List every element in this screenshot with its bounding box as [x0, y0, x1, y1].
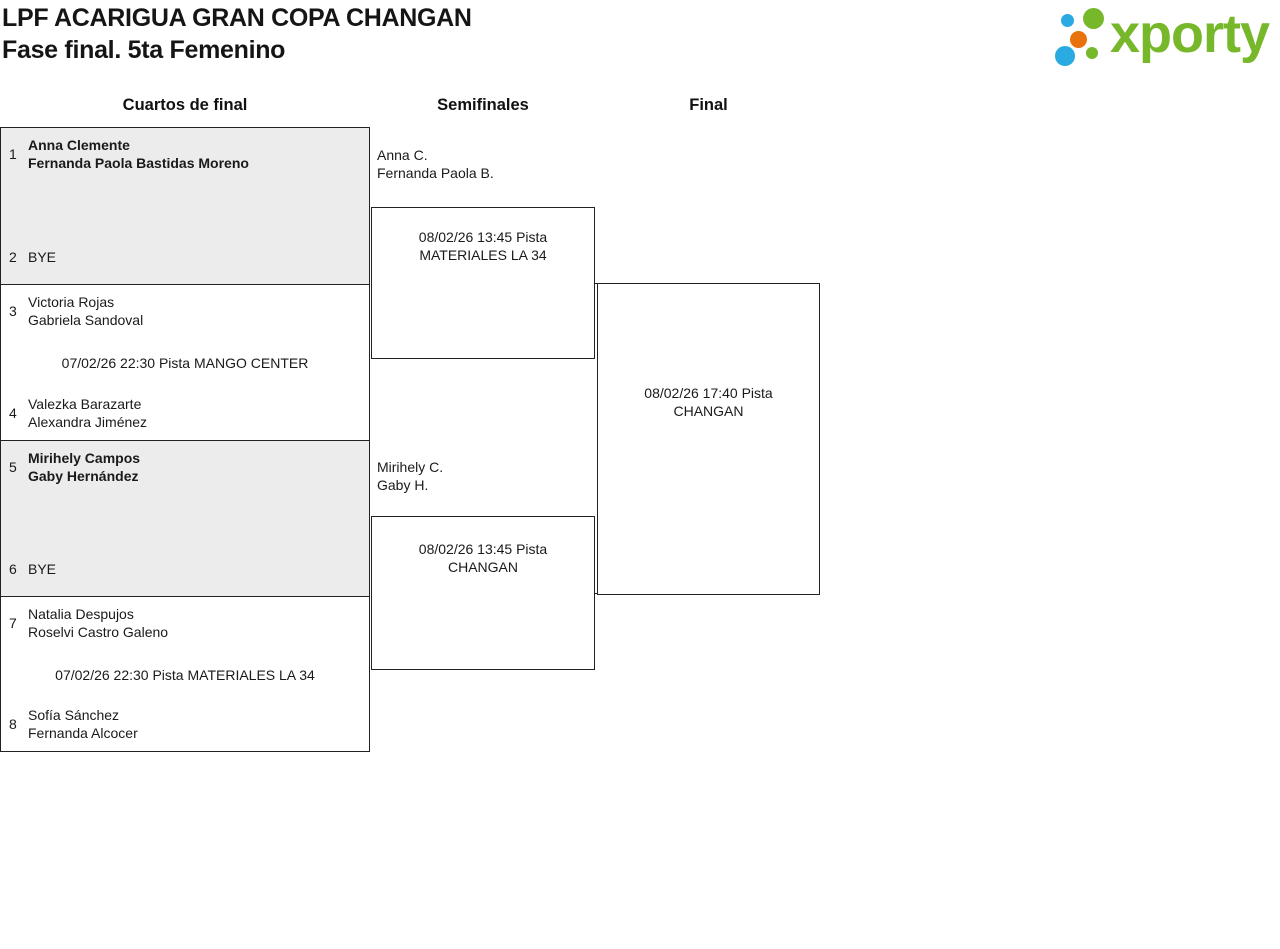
player-name: Roselvi Castro Galeno [28, 624, 169, 640]
team-row: 3 Victoria Rojas Gabriela Sandoval [9, 293, 363, 329]
team-row: 7 Natalia Despujos Roselvi Castro Galeno [9, 605, 363, 641]
semifinal-participant: Anna C. Fernanda Paola B. [377, 146, 494, 182]
player-name: Valezka Barazarte [28, 396, 142, 412]
seed-number: 5 [9, 459, 17, 475]
player-name: Alexandra Jiménez [28, 414, 148, 430]
match-venue: CHANGAN [447, 559, 518, 575]
bye-label: BYE [28, 561, 57, 577]
player-name: Gabriela Sandoval [28, 312, 144, 328]
semifinal-match-2[interactable]: 08/02/26 13:45 Pista CHANGAN [371, 516, 595, 670]
seed-number: 1 [9, 146, 17, 162]
match-datetime: 08/02/26 13:45 Pista [418, 541, 548, 557]
match-venue: MATERIALES LA 34 [419, 247, 547, 263]
match-venue: CHANGAN [673, 403, 744, 419]
round-header-final: Final [689, 96, 728, 114]
seed-number: 8 [9, 716, 17, 732]
logo-wordmark: xporty [1110, 4, 1270, 64]
quarterfinal-match-1[interactable]: 1 Anna Clemente Fernanda Paola Bastidas … [0, 127, 370, 285]
player-name: Mirihely C. [377, 459, 444, 475]
match-schedule: 08/02/26 17:40 Pista CHANGAN [598, 384, 819, 420]
connector-line [594, 283, 598, 284]
quarterfinal-match-4[interactable]: 7 Natalia Despujos Roselvi Castro Galeno… [0, 596, 370, 752]
final-match[interactable]: 08/02/26 17:40 Pista CHANGAN [597, 283, 820, 595]
player-name: Mirihely Campos [28, 450, 141, 466]
tournament-title: LPF ACARIGUA GRAN COPA CHANGAN [2, 4, 472, 32]
round-header-semifinals: Semifinales [437, 96, 529, 114]
xporty-logo[interactable]: xporty [1048, 2, 1276, 70]
team-row-bye: 6 BYE [9, 560, 363, 578]
page-header: LPF ACARIGUA GRAN COPA CHANGAN Fase fina… [2, 2, 472, 67]
match-datetime: 08/02/26 13:45 Pista [418, 229, 548, 245]
phase-subtitle: Fase final. 5ta Femenino [2, 36, 286, 64]
player-name: Anna C. [377, 147, 428, 163]
player-name: Fernanda Paola B. [377, 165, 494, 181]
match-datetime: 08/02/26 17:40 Pista [644, 385, 773, 401]
match-schedule: 08/02/26 13:45 Pista CHANGAN [372, 540, 594, 576]
connector-line [594, 593, 598, 594]
semifinal-participant: Mirihely C. Gaby H. [377, 458, 443, 494]
player-name: Gaby Hernández [28, 468, 139, 484]
team-row: 4 Valezka Barazarte Alexandra Jiménez [9, 395, 363, 431]
match-schedule: 07/02/26 22:30 Pista MANGO CENTER [61, 355, 309, 371]
semifinal-match-1[interactable]: 08/02/26 13:45 Pista MATERIALES LA 34 [371, 207, 595, 359]
round-header-quarterfinals: Cuartos de final [122, 96, 248, 114]
player-name: Anna Clemente [28, 137, 130, 153]
logo-dot-blue-small-icon [1061, 14, 1074, 27]
bye-label: BYE [28, 249, 57, 265]
team-row: 1 Anna Clemente Fernanda Paola Bastidas … [9, 136, 363, 172]
player-name: Victoria Rojas [28, 294, 115, 310]
seed-number: 4 [9, 405, 17, 421]
seed-number: 3 [9, 303, 17, 319]
player-name: Natalia Despujos [28, 606, 134, 622]
logo-dot-green-small-icon [1086, 47, 1098, 59]
match-schedule: 07/02/26 22:30 Pista MATERIALES LA 34 [55, 667, 315, 683]
player-name: Fernanda Alcocer [28, 725, 138, 741]
quarterfinal-match-2[interactable]: 3 Victoria Rojas Gabriela Sandoval 07/02… [0, 284, 370, 441]
player-name: Sofía Sánchez [28, 707, 120, 723]
seed-number: 2 [9, 249, 17, 265]
seed-number: 6 [9, 561, 17, 577]
team-row: 5 Mirihely Campos Gaby Hernández [9, 449, 363, 485]
logo-dot-orange-icon [1070, 31, 1087, 48]
quarterfinal-match-3[interactable]: 5 Mirihely Campos Gaby Hernández 6 BYE [0, 440, 370, 597]
logo-dot-blue-large-icon [1055, 46, 1075, 66]
logo-dot-green-large-icon [1083, 8, 1104, 29]
seed-number: 7 [9, 615, 17, 631]
player-name: Fernanda Paola Bastidas Moreno [28, 155, 249, 171]
team-row: 8 Sofía Sánchez Fernanda Alcocer [9, 706, 363, 742]
player-name: Gaby H. [377, 477, 429, 493]
match-schedule: 08/02/26 13:45 Pista MATERIALES LA 34 [372, 228, 594, 264]
team-row-bye: 2 BYE [9, 248, 363, 266]
